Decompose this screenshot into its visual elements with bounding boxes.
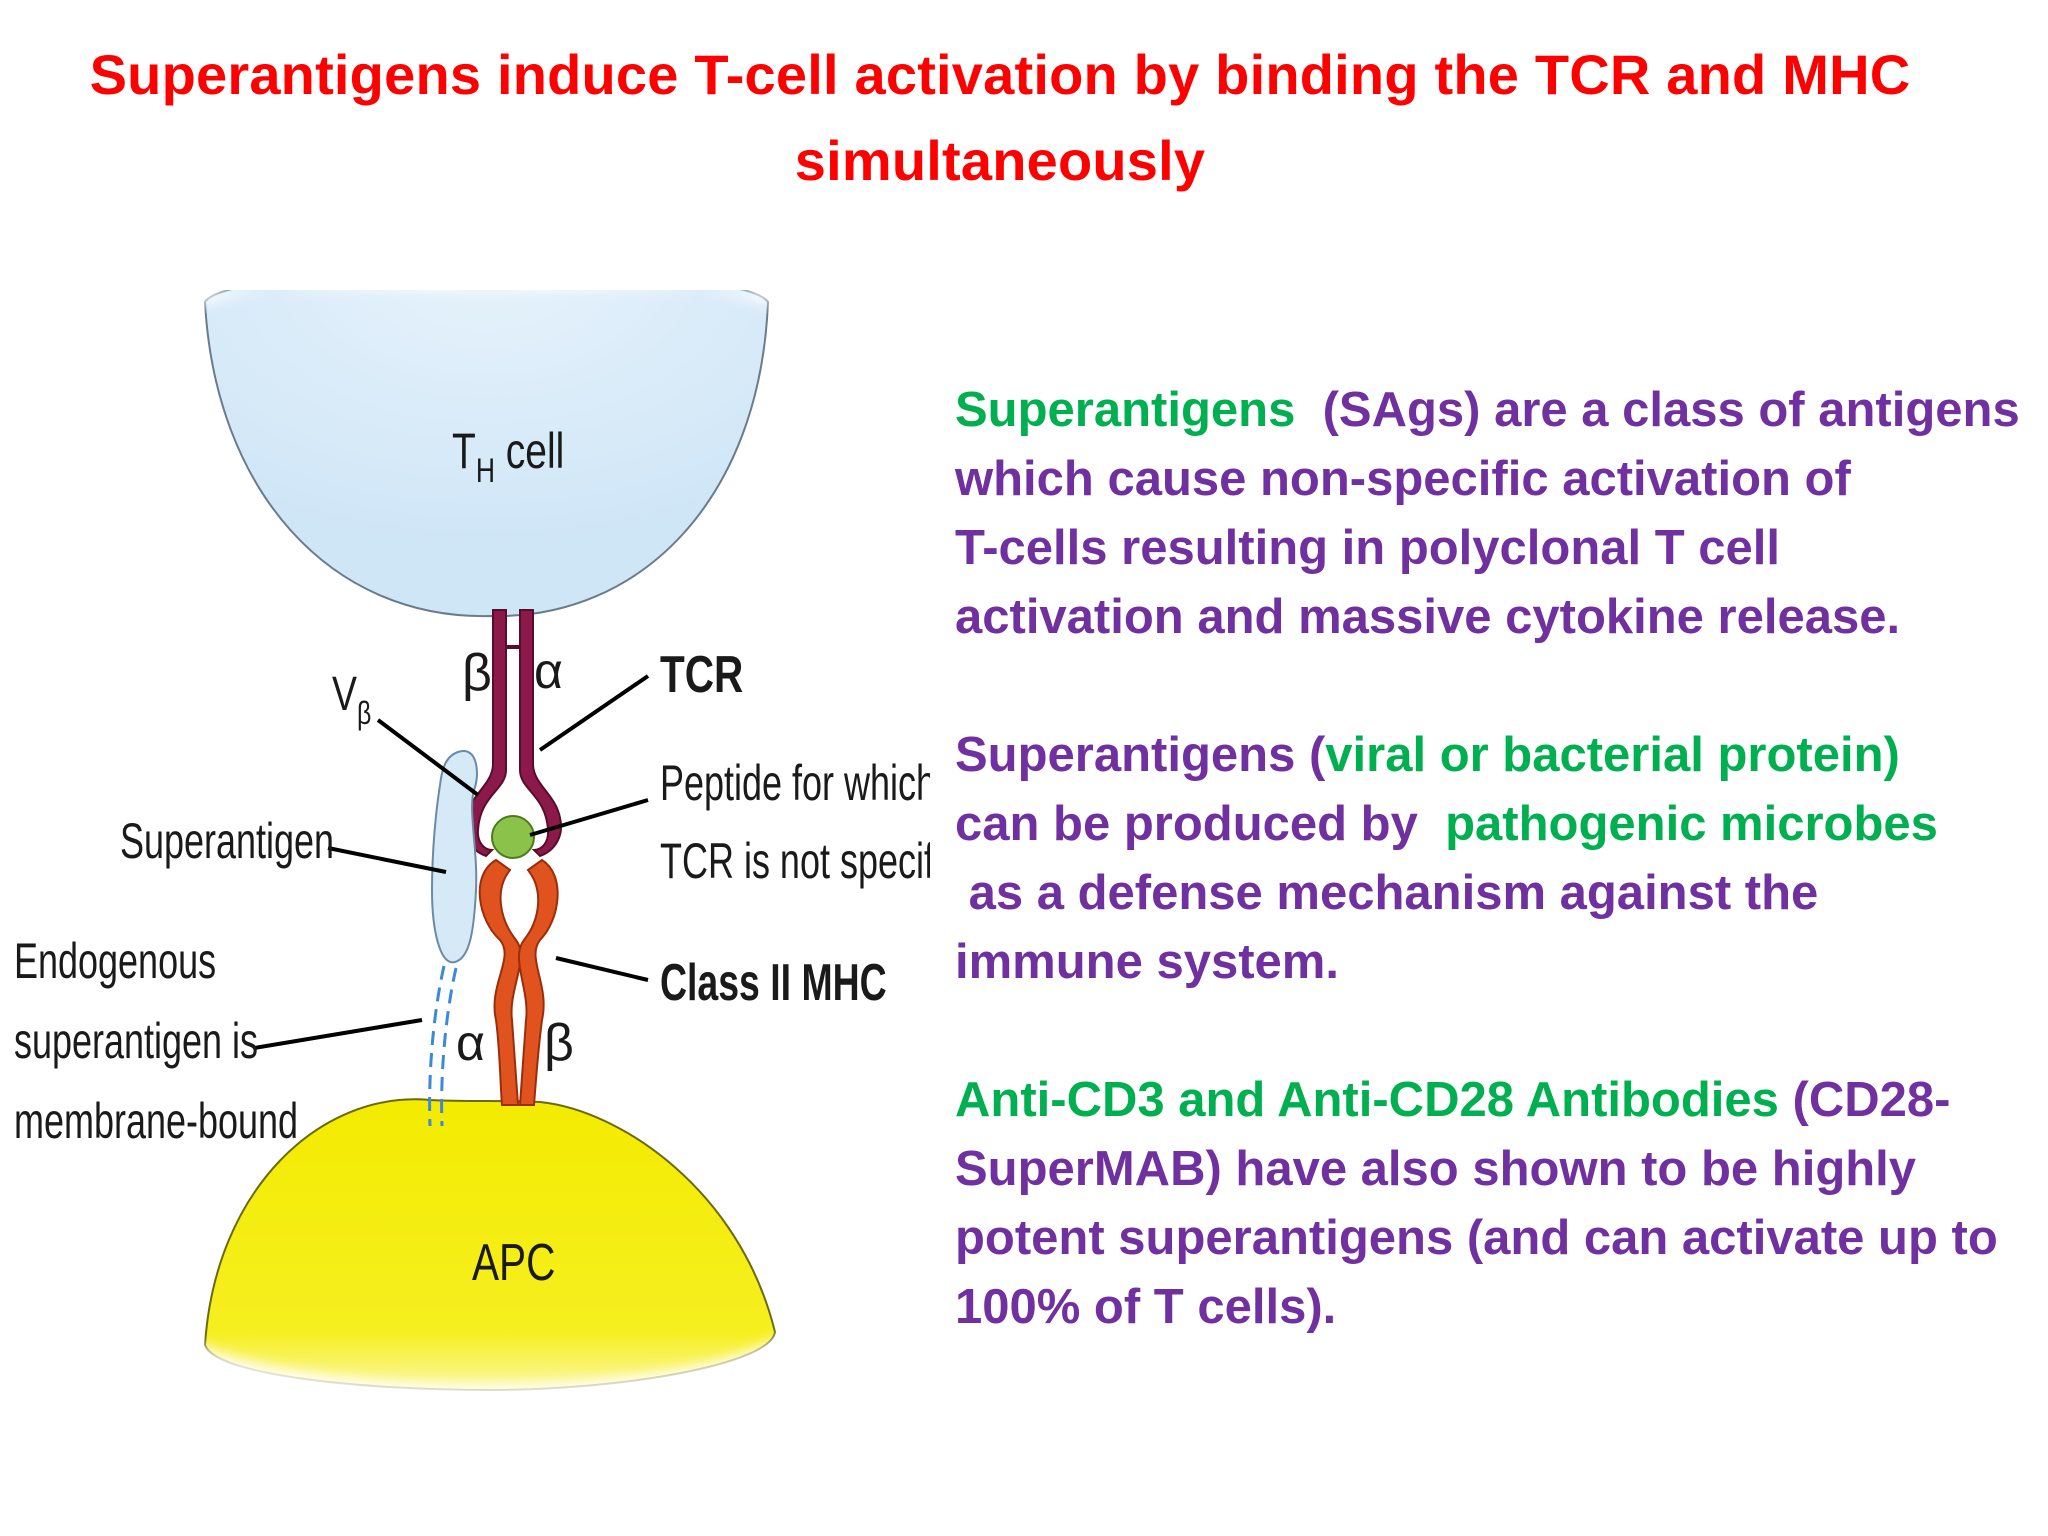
- p2-line-2: can be produced by pathogenic microbes: [955, 797, 1938, 851]
- mhc-alpha-label: α: [456, 1015, 485, 1071]
- peptide-label-line-2: TCR is not specific: [660, 834, 930, 889]
- p1-line-4: activation and massive cytokine release.: [955, 590, 1901, 644]
- tcr-alpha-chain: [519, 609, 562, 858]
- superantigen-diagram: TH cell β α Vβ TCR Peptide for which TCR…: [0, 290, 930, 1430]
- th-cell-shape: [203, 290, 770, 618]
- tcr-label: TCR: [660, 645, 743, 703]
- pointer-superantigen: [327, 846, 447, 874]
- endogenous-label-line-1: Endogenous: [14, 934, 216, 989]
- v-beta-label: Vβ: [332, 668, 371, 732]
- pointer-vbeta: [376, 718, 480, 797]
- p3-line-3: potent superantigens (and can activate u…: [955, 1211, 1998, 1265]
- mhc-beta-label: β: [544, 1014, 574, 1072]
- apc-label: APC: [472, 1233, 555, 1291]
- endogenous-label-line-3: membrane-bound: [14, 1094, 298, 1149]
- p2-line-3: as a defense mechanism against the: [955, 866, 1819, 920]
- tcr-link: [506, 645, 520, 649]
- peptide-circle: [491, 815, 535, 859]
- diagram-svg: TH cell β α Vβ TCR Peptide for which TCR…: [14, 290, 930, 1430]
- tcr-alpha-label: α: [534, 643, 563, 699]
- endogenous-label-line-2: superantigen is: [14, 1014, 258, 1069]
- pointer-peptide: [529, 798, 649, 837]
- title-line-2: simultaneously: [794, 129, 1206, 192]
- p3-line-2: SuperMAB) have also shown to be highly: [955, 1142, 1917, 1196]
- title-line-1: Superantigens induce T-cell activation b…: [89, 43, 1911, 106]
- p1-line-2: which cause non-specific activation of: [955, 452, 1851, 506]
- slide-title: Superantigens induce T-cell activation b…: [0, 32, 2000, 204]
- p1-line-3: T-cells resulting in polyclonal T cell: [955, 521, 1781, 575]
- p2-line-1: Superantigens (viral or bacterial protei…: [955, 728, 1900, 782]
- superantigen-label: Superantigen: [120, 814, 334, 869]
- p1-line-1: Superantigens (SAgs) are a class of anti…: [955, 383, 2020, 437]
- p3-line-1: Anti-CD3 and Anti-CD28 Antibodies (CD28-: [955, 1073, 1951, 1127]
- superantigen-shape: [430, 749, 478, 964]
- pointer-class2-mhc: [555, 956, 649, 982]
- apc-bottom-fade: [190, 1330, 790, 1430]
- peptide-label-line-1: Peptide for which: [660, 756, 930, 811]
- p3-line-4: 100% of T cells).: [955, 1280, 1337, 1334]
- class2-mhc-label: Class II MHC: [660, 953, 887, 1012]
- pointer-tcr: [538, 674, 650, 752]
- p1-term: Superantigens: [955, 383, 1309, 437]
- mhc-alpha-chain: [478, 858, 522, 1106]
- paragraph-antibodies: Anti-CD3 and Anti-CD28 Antibodies (CD28-…: [955, 1066, 2025, 1342]
- paragraph-production: Superantigens (viral or bacterial protei…: [955, 721, 2025, 997]
- explanation-text: Superantigens (SAgs) are a class of anti…: [955, 376, 2025, 1411]
- membrane-tether-2: [440, 967, 458, 1127]
- th-cell-top-fade: [200, 290, 770, 310]
- membrane-tether-1: [428, 965, 446, 1127]
- tcr-beta-chain: [464, 609, 507, 858]
- p2-line-4: immune system.: [955, 935, 1339, 989]
- pointer-endogenous: [253, 1018, 423, 1050]
- mhc-beta-chain: [518, 858, 559, 1106]
- paragraph-definition: Superantigens (SAgs) are a class of anti…: [955, 376, 2025, 652]
- th-cell-label: TH cell: [452, 422, 564, 490]
- tcr-beta-label: β: [462, 644, 492, 702]
